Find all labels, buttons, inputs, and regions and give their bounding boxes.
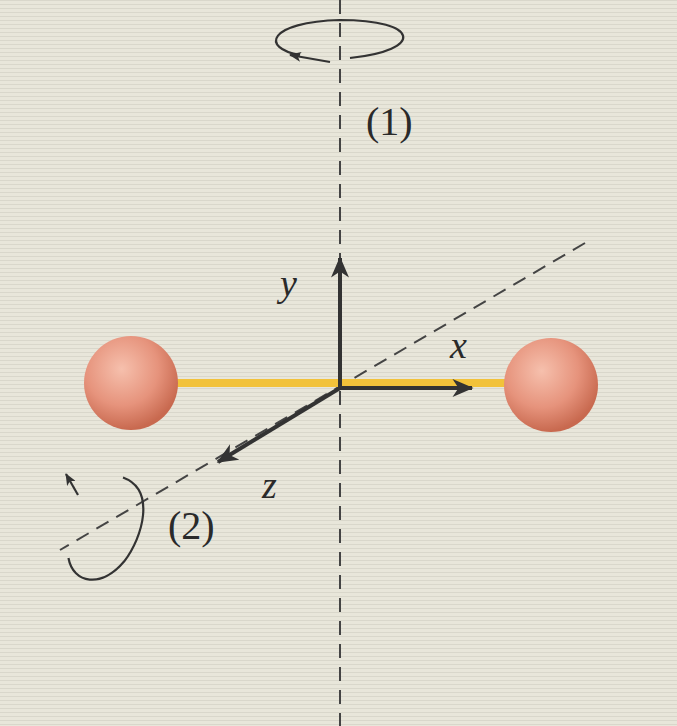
rotation-axis <box>339 0 341 726</box>
rotation-arrow <box>63 474 161 593</box>
z-axis <box>218 388 340 462</box>
x-axis <box>338 386 472 390</box>
rotation-label: (1) <box>366 102 413 142</box>
rotation-arrow <box>276 20 403 58</box>
y-axis <box>338 258 342 388</box>
atom <box>84 336 178 430</box>
rotation-arrow <box>66 474 78 495</box>
axis-label: z <box>262 466 277 504</box>
axis-label: y <box>280 264 297 302</box>
axis-label: x <box>450 326 467 364</box>
bond-rod <box>170 379 515 387</box>
atom <box>504 338 598 432</box>
rotation-label: (2) <box>168 506 215 546</box>
rotation-arrow <box>290 55 330 62</box>
